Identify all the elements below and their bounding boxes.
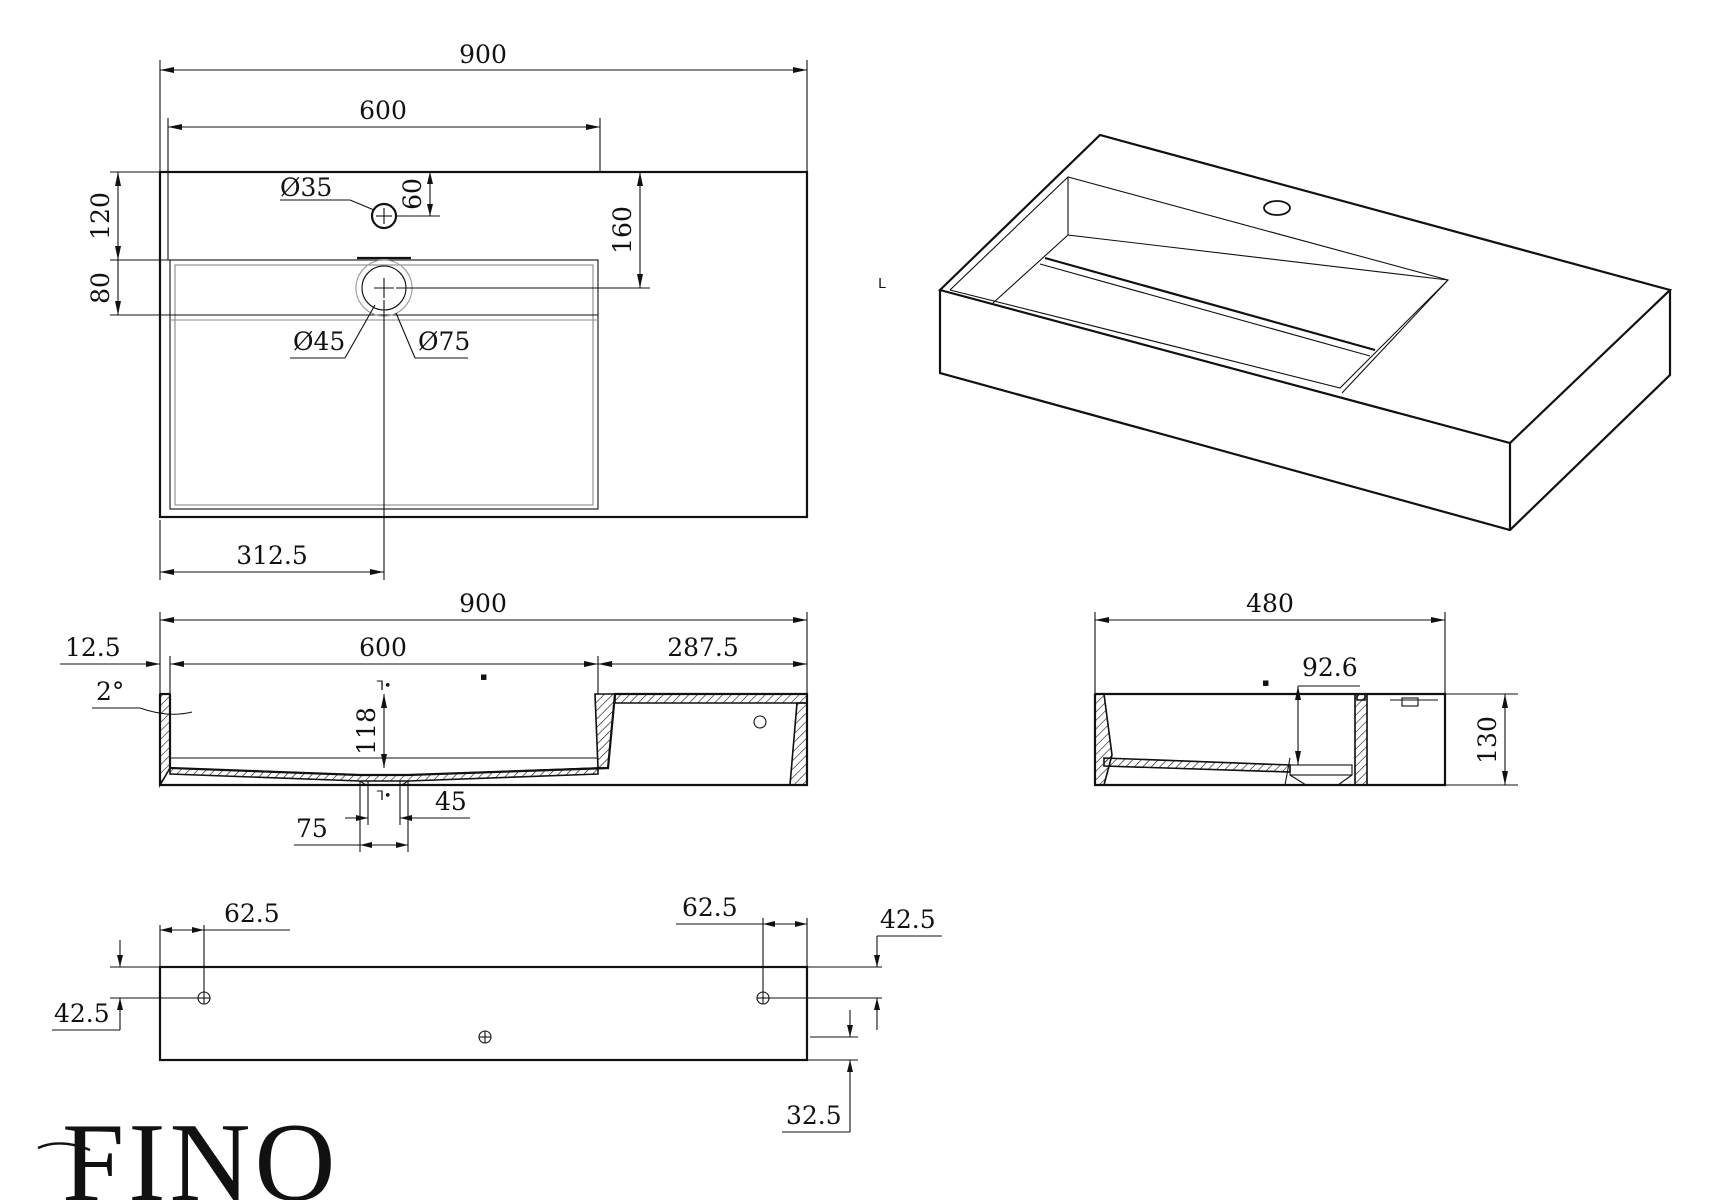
side-waste-offset-label: 92.6 [1302, 653, 1358, 682]
front-waste-outer-label: 75 [296, 814, 328, 843]
bottom-outline [158, 965, 809, 1062]
side-mark-dot: ▪ [1262, 676, 1269, 689]
front-overall-width-label: 900 [459, 589, 507, 618]
stray-mark: ᒪ [878, 276, 886, 292]
isometric-view [937, 133, 1673, 532]
front-slope-angle-label: 2° [96, 677, 124, 706]
side-section: 480 92.6 ▪ 130 [1093, 589, 1518, 787]
iso-tap-hole [1263, 200, 1291, 216]
tap-hole-offset-label: 60 [398, 178, 427, 210]
front-side-wall-label: 12.5 [65, 633, 121, 662]
waste-front-offset-label: 32.5 [786, 1101, 842, 1130]
side-height-label: 130 [1473, 716, 1502, 764]
edge-to-waste-label: 312.5 [236, 541, 308, 570]
side-depth-label: 480 [1246, 589, 1294, 618]
left-fixing-offset-label: 62.5 [224, 899, 280, 928]
section-mark-top: ᒣ• [376, 679, 392, 694]
front-waste-inner-label: 45 [435, 787, 467, 816]
front-section: 900 600 287.5 12.5 2° 118 ᒣ• ▪ ᒣ• [60, 589, 809, 852]
front-shelf-width-label: 287.5 [667, 633, 739, 662]
right-fixing-offset-label: 62.5 [682, 893, 738, 922]
brand-logo-text: FINO [62, 1101, 339, 1200]
left-fixing-back-label: 42.5 [54, 999, 110, 1028]
brand-logo: FINO [37, 1101, 339, 1200]
iso-top-face [937, 133, 1673, 445]
right-fixing-back-label: 42.5 [880, 905, 936, 934]
top-bowl-width-label: 600 [359, 96, 407, 125]
section-mark-bottom: ᒣ• [376, 789, 392, 804]
front-bowl-width-label: 600 [359, 633, 407, 662]
side-waste [1289, 764, 1353, 776]
waste-surround-diameter-label: Ø75 [418, 327, 470, 356]
bottom-view: 62.5 42.5 62.5 42.5 32.5 [52, 893, 942, 1133]
tap-hole-diameter-label: Ø35 [280, 173, 332, 202]
back-to-tap-hole-label: 120 [86, 192, 115, 240]
iso-channel-slot [1044, 256, 1376, 352]
top-overall-width-label: 900 [459, 40, 507, 69]
channel-width-label: 80 [86, 272, 115, 304]
section-mark-dot: ▪ [480, 670, 487, 683]
front-outline [158, 692, 809, 787]
basin-outline [158, 170, 809, 519]
front-overflow-hole [753, 715, 767, 729]
waste-diameter-label: Ø45 [293, 327, 345, 356]
back-to-waste-label: 160 [608, 206, 637, 254]
top-view: 900 600 Ø35 60 120 80 [86, 40, 809, 580]
front-bowl-depth-label: 118 [352, 707, 381, 755]
